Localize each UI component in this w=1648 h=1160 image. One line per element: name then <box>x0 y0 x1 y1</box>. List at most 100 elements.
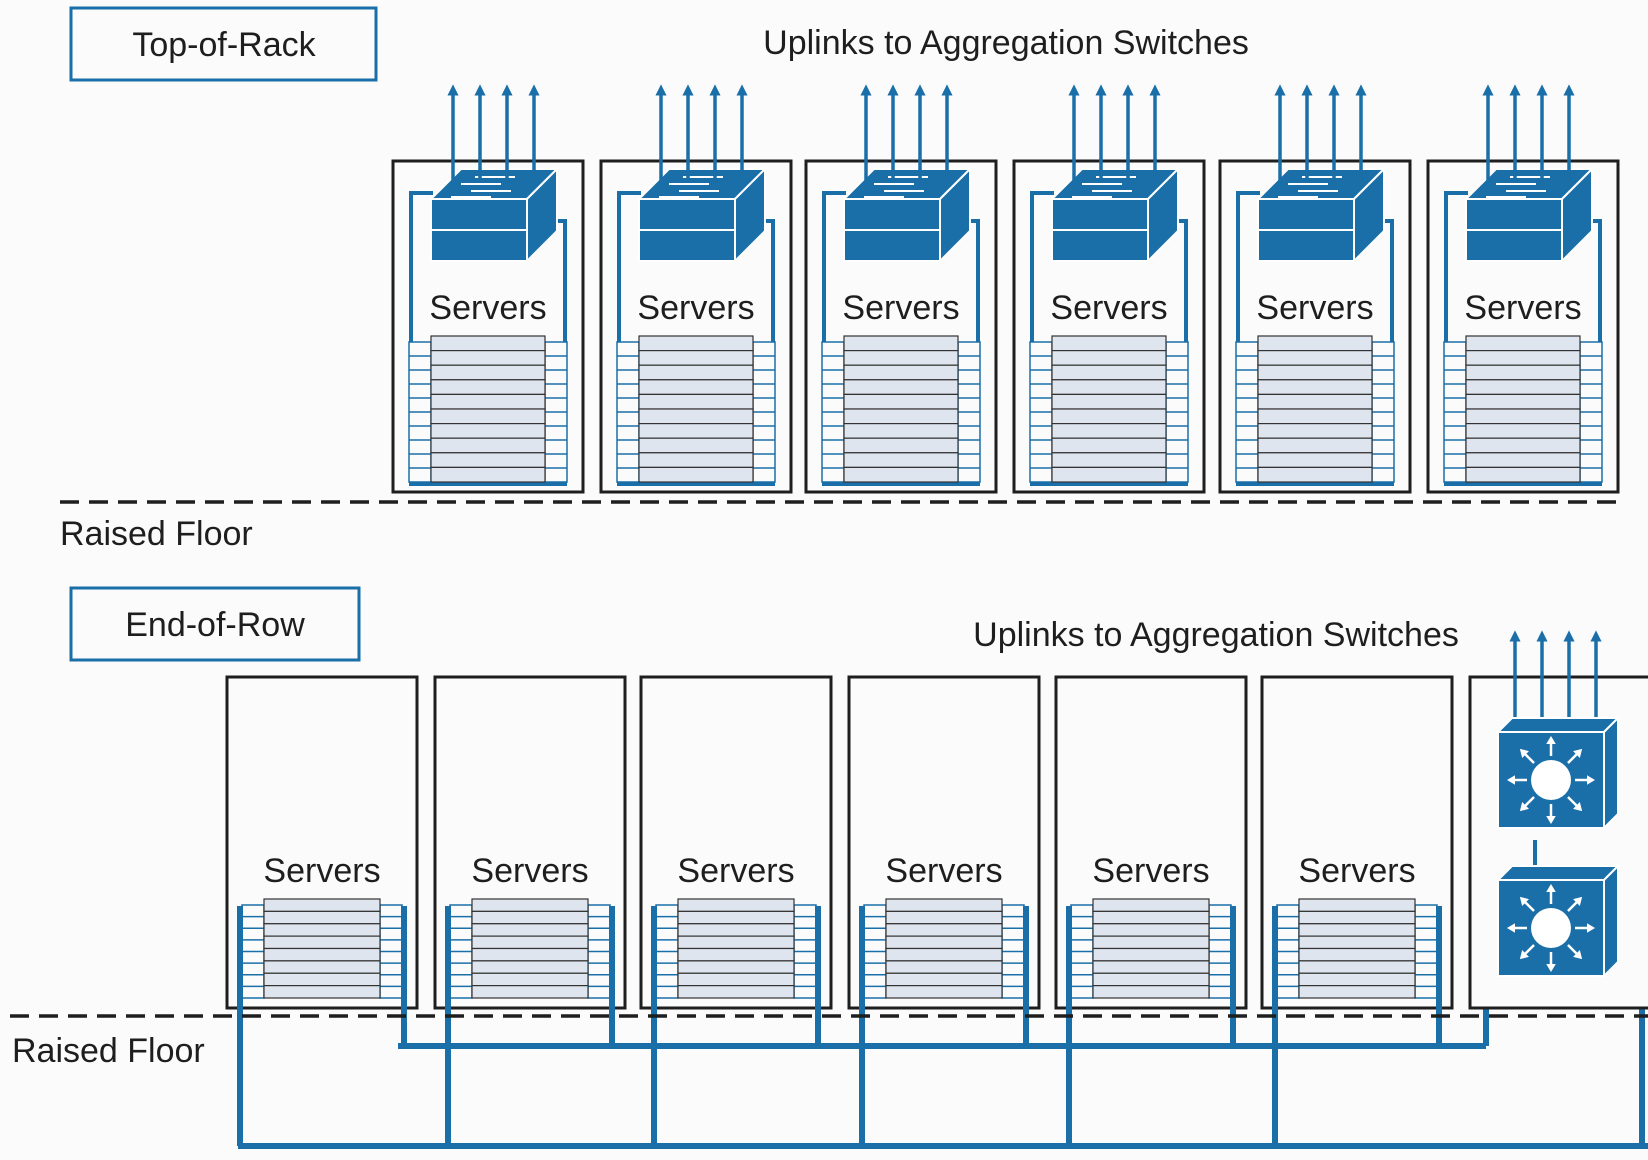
server-unit <box>1092 898 1210 912</box>
server-unit <box>1465 408 1581 425</box>
rack-servers-label: Servers <box>885 852 1002 890</box>
tor-switch-icon <box>428 166 560 264</box>
server-unit <box>885 923 1003 937</box>
server-unit <box>1257 423 1373 439</box>
rack-servers-label: Servers <box>1256 289 1373 327</box>
server-unit <box>1257 466 1373 483</box>
layer3-switch-icon <box>1495 715 1621 831</box>
server-unit <box>263 972 381 987</box>
rack-cable-loop <box>409 191 567 486</box>
rack-cable-loop <box>1444 191 1602 486</box>
top-of-rack-title: Top-of-Rack <box>132 26 316 64</box>
server-unit <box>1257 364 1373 381</box>
rack-servers-label: Servers <box>1298 852 1415 890</box>
switch-spoke-arrow <box>1573 950 1583 960</box>
switch-spoke-arrow <box>1587 923 1595 933</box>
end-of-row-section: End-of-Row Uplinks to Aggregation Switch… <box>10 586 1648 1149</box>
tor-switch-icon <box>1463 166 1595 264</box>
server-unit <box>1051 408 1167 425</box>
bottom-raised-floor-label: Raised Floor <box>12 1032 205 1070</box>
server-stack <box>1235 335 1395 483</box>
server-stack <box>241 898 403 999</box>
server-unit <box>1051 437 1167 454</box>
server-stack <box>1029 335 1189 483</box>
rack-servers-label: Servers <box>471 852 588 890</box>
end-of-row-switch-rack <box>1468 630 1648 1010</box>
server-unit <box>1051 379 1167 395</box>
server-unit <box>430 423 546 439</box>
server-unit <box>1465 379 1581 395</box>
layer3-switch-icon <box>1495 863 1621 979</box>
server-unit <box>1465 393 1581 410</box>
tor-switch-icon <box>1255 166 1387 264</box>
server-stack <box>863 898 1025 999</box>
rack-servers-label: Servers <box>842 289 959 327</box>
server-unit <box>885 960 1003 974</box>
switch-spoke-arrow <box>1519 802 1529 812</box>
server-unit <box>638 350 754 366</box>
server-unit <box>263 910 381 925</box>
server-unit <box>430 466 546 483</box>
server-unit <box>638 408 754 425</box>
server-unit <box>471 923 589 937</box>
tor-switch-icon <box>636 166 768 264</box>
server-unit <box>1465 335 1581 352</box>
server-stack <box>408 335 568 483</box>
server-unit <box>430 408 546 425</box>
server-unit <box>677 947 795 962</box>
server-unit <box>1257 350 1373 366</box>
server-unit <box>638 364 754 381</box>
server-unit <box>638 335 754 352</box>
top-of-rack-title-box <box>69 6 378 82</box>
server-unit <box>843 423 959 439</box>
switch-spoke-arrow <box>1507 923 1515 933</box>
server-unit <box>638 393 754 410</box>
server-unit <box>263 935 381 950</box>
switch-spoke-arrow <box>1519 896 1529 906</box>
server-unit <box>471 910 589 925</box>
top-raised-floor-label: Raised Floor <box>60 515 253 553</box>
switch-top-face <box>1495 865 1621 881</box>
server-unit <box>1092 923 1210 937</box>
server-unit <box>677 972 795 987</box>
rack-servers-label: Servers <box>1050 289 1167 327</box>
server-stack <box>1443 335 1603 483</box>
tor-rack: Servers <box>1426 84 1620 494</box>
eor-server-rack: Servers <box>433 675 627 1010</box>
server-unit <box>1092 985 1210 999</box>
server-unit <box>885 972 1003 987</box>
eor-server-rack: Servers <box>1260 675 1454 1010</box>
server-stack <box>449 898 611 999</box>
server-unit <box>1298 985 1416 999</box>
bottom-uplinks-label: Uplinks to Aggregation Switches <box>973 616 1459 654</box>
server-unit <box>843 379 959 395</box>
server-stack <box>655 898 817 999</box>
switch-spoke-arrow <box>1546 816 1556 824</box>
switch-spoke-arrow <box>1573 896 1583 906</box>
server-stack <box>821 335 981 483</box>
rack-servers-label: Servers <box>677 852 794 890</box>
server-unit <box>471 898 589 912</box>
server-unit <box>430 335 546 352</box>
server-unit <box>677 935 795 950</box>
server-stack <box>616 335 776 483</box>
server-unit <box>1298 910 1416 925</box>
switch-side-face <box>1603 863 1619 979</box>
server-unit <box>1051 423 1167 439</box>
server-unit <box>1465 364 1581 381</box>
server-unit <box>1051 393 1167 410</box>
rack-servers-label: Servers <box>1464 289 1581 327</box>
server-unit <box>1092 972 1210 987</box>
server-unit <box>1298 972 1416 987</box>
server-unit <box>430 350 546 366</box>
server-unit <box>843 393 959 410</box>
server-unit <box>471 972 589 987</box>
end-of-row-title: End-of-Row <box>125 606 305 644</box>
switch-spoke-arrow <box>1519 950 1529 960</box>
server-stack <box>1276 898 1438 999</box>
server-unit <box>430 393 546 410</box>
switch-side-face <box>1603 715 1619 831</box>
top-uplinks-label: Uplinks to Aggregation Switches <box>763 24 1249 62</box>
